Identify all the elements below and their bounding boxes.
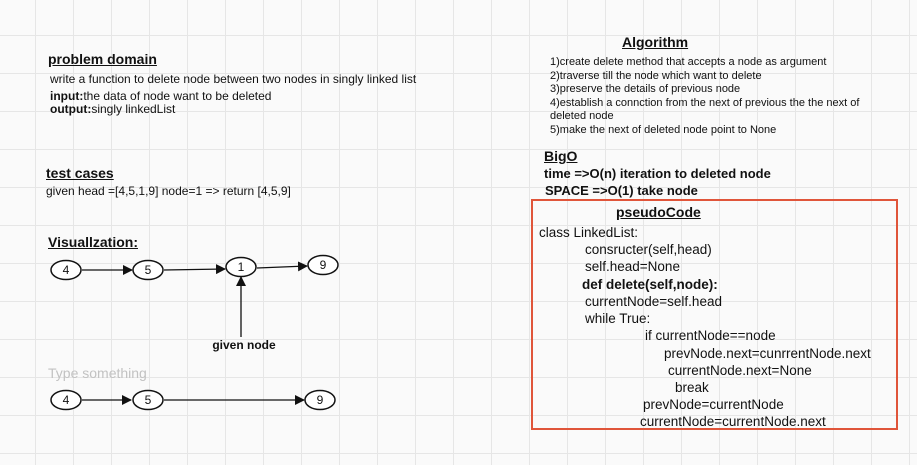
problem-heading: problem domain [48, 51, 157, 67]
code-line: self.head=None [585, 259, 680, 274]
arrow-1-to-9 [256, 261, 308, 272]
node-label: 5 [145, 263, 152, 277]
problem-output: output:singly linkedList [50, 103, 175, 116]
node2-circle-9 [304, 389, 336, 411]
node2-circle-5 [132, 389, 164, 411]
type-something-placeholder[interactable]: Type something [48, 365, 147, 381]
code-line: while True: [585, 311, 651, 326]
node-circle-9 [307, 254, 339, 276]
node-label: 9 [317, 393, 324, 407]
node-label: 9 [320, 258, 327, 272]
node-label: 4 [63, 393, 70, 407]
code-line: def delete(self,node): [582, 277, 718, 292]
input-text: the data of node want to be deleted [83, 89, 272, 103]
node-circle-5 [132, 259, 164, 281]
code-line: currentNode=currentNode.next [640, 414, 826, 429]
node-label: 1 [238, 260, 245, 274]
problem-input: input:the data of node want to be delete… [50, 90, 271, 103]
code-line: prevNode.next=cunrrentNode.next [664, 346, 871, 361]
given-node-label: given node [212, 338, 276, 352]
algorithm-step: 5)make the next of deleted node point to… [550, 123, 777, 136]
code-line: currentNode.next=None [668, 363, 812, 378]
code-line: consructer(self,head) [585, 242, 712, 257]
code-line: currentNode=self.head [585, 294, 722, 309]
algorithm-step: 1)create delete method that accepts a no… [550, 56, 827, 68]
problem-description: write a function to delete node between … [50, 72, 417, 86]
algorithm-steps: 1)create delete method that accepts a no… [550, 56, 859, 137]
node-label: 4 [63, 263, 70, 277]
node-label: 5 [145, 393, 152, 407]
bigo-space: SPACE =>O(1) take node [545, 183, 698, 198]
algorithm-step: 2)traverse till the node which want to d… [550, 69, 762, 82]
bigo-heading: BigO [544, 148, 578, 164]
algorithm-step: 3)preserve the details of previous node [550, 83, 741, 95]
pseudocode-heading: pseudoCode [616, 204, 701, 220]
pseudocode-box [531, 199, 898, 430]
node-circle-4 [50, 259, 82, 281]
algorithm-step: deleted node [550, 110, 614, 122]
node-circle-1 [225, 256, 257, 278]
code-line: if currentNode==node [645, 328, 776, 343]
tests-heading: test cases [46, 165, 114, 181]
algorithm-heading: Algorithm [622, 34, 689, 50]
algorithm-step: 4)establish a connction from the next of… [550, 96, 860, 109]
output-text: singly linkedList [91, 102, 176, 116]
code-line: break [675, 380, 709, 395]
code-line: class LinkedList: [539, 225, 639, 240]
test-case: given head =[4,5,1,9] node=1 => return [… [46, 184, 291, 198]
output-label: output: [50, 102, 92, 116]
node2-circle-4 [50, 389, 82, 411]
visualization-heading: Visuallzation: [48, 234, 138, 250]
bigo-time: time =>O(n) iteration to deleted node [544, 166, 771, 181]
arrow-5-to-1 [163, 264, 226, 275]
input-label: input: [50, 89, 84, 103]
code-line: prevNode=currentNode [643, 397, 784, 412]
